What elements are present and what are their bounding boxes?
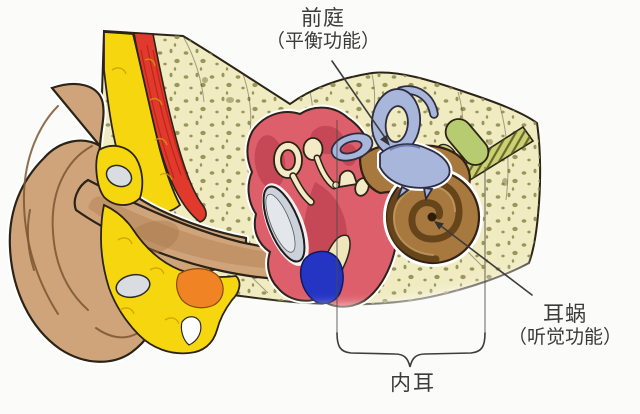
cochlea-spiral	[386, 178, 463, 263]
cochlea-label: 耳蜗 （听觉功能）	[508, 302, 622, 349]
cochlea-label-subtitle: （听觉功能）	[507, 326, 623, 348]
vestibule-label: 前庭 （平衡功能）	[266, 6, 380, 53]
vestibule-label-subtitle: （平衡功能）	[265, 30, 381, 52]
cartilage-blob-upper	[105, 164, 133, 188]
malleus-head	[273, 141, 303, 179]
vestibule-leader-line	[331, 60, 390, 146]
inner-ear-label: 内耳	[390, 371, 436, 395]
parotid-blob	[176, 268, 224, 309]
eardrum	[261, 183, 309, 266]
nerve-trunk	[444, 118, 490, 166]
curly-brace	[336, 332, 486, 368]
eustachian-tube	[299, 250, 344, 305]
vestibule-body	[379, 143, 451, 189]
posterior-canal-loop	[330, 132, 374, 162]
malleus-handle	[290, 173, 314, 205]
fat-notch	[180, 316, 202, 346]
ossicles	[273, 137, 370, 206]
bottom-fade	[236, 262, 562, 414]
incus	[302, 137, 324, 161]
cochlea-center	[427, 212, 437, 222]
vestibule-label-title: 前庭	[300, 6, 345, 30]
cochlea-label-title: 耳蜗	[542, 302, 587, 326]
cartilage-blob-lower	[115, 273, 151, 299]
fat-pockets	[95, 144, 241, 355]
cochlea-leader-line	[434, 221, 533, 296]
canal-shading	[88, 196, 302, 269]
inner-ear-bracket	[336, 120, 486, 368]
